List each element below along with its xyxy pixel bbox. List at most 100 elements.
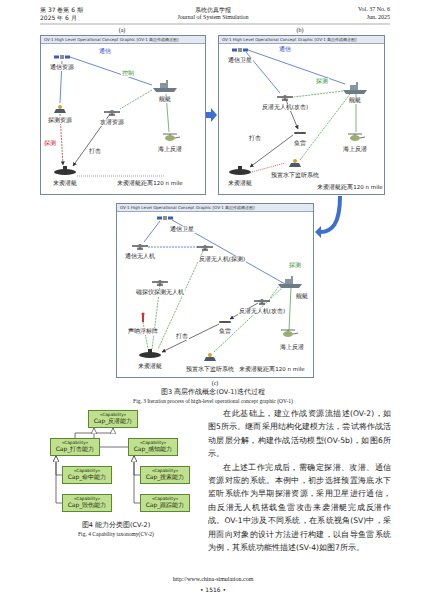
page-number: • 1516 • xyxy=(200,586,226,593)
uav-icon xyxy=(254,299,270,304)
capability-box: «Capability»Cap_搜索能力 xyxy=(140,466,190,484)
panel-label: 鱼雷 xyxy=(218,328,232,335)
uav-icon xyxy=(152,280,168,285)
panel-label: 探测 xyxy=(43,140,57,147)
header-text: Vol. 37 No. 6 xyxy=(358,6,390,13)
figure-caption: 图3 高层作战概念(OV-1)迭代过程 xyxy=(161,389,265,397)
panel-label: 预置水下监听系统 xyxy=(185,366,235,373)
header-rule xyxy=(40,24,390,25)
capability-name: Cap_毁伤能力 xyxy=(67,501,107,509)
uav-icon xyxy=(197,245,213,250)
satellite-icon xyxy=(54,55,70,59)
panel-label: 通信 xyxy=(278,46,292,53)
header-text: Jun. 2025 xyxy=(367,14,390,21)
subfigure-label: (c) xyxy=(212,380,219,387)
capability-box: «Capability»Cap_打击能力 xyxy=(50,438,100,456)
panel-label: 来袭潜艇距离120 n mile xyxy=(116,180,183,187)
panel-label: 打击 xyxy=(248,135,262,142)
panel-label: 探测资源 xyxy=(47,117,73,124)
header-text: 第 37 卷第 6 期 xyxy=(40,6,83,13)
panel-label: 声呐浮标阵 xyxy=(127,328,159,335)
capability-name: Cap_命中能力 xyxy=(67,473,107,481)
uav-icon xyxy=(104,110,120,115)
panel-label: 通信卫星 xyxy=(169,226,195,233)
uav-icon xyxy=(277,95,293,100)
panel-label: 预置水下监听系统 xyxy=(270,172,320,179)
submarine-icon xyxy=(229,166,251,175)
panel-label: 海上反潜 xyxy=(157,146,183,153)
subfigure-label: (b) xyxy=(297,27,304,34)
stereotype-text: «Capability» xyxy=(67,496,107,501)
panel-label: 打击 xyxy=(175,333,189,340)
panel-label: 反潜无人机(攻击) xyxy=(261,104,309,111)
panel-label: 通信卫星 xyxy=(227,57,253,64)
body-paragraph: 在此基础上，建立作战资源流描述(OV-2)，如图5所示。继而采用结构化建模方法，… xyxy=(208,407,391,461)
capability-box: «Capability»Cap_命中能力 xyxy=(62,466,112,484)
panel-label: 来袭潜艇 xyxy=(227,180,253,187)
panel-label: 来袭潜艇距离120 n mile xyxy=(238,366,305,373)
panel-label: 磁探仪探测无人机 xyxy=(135,289,185,296)
comm-line xyxy=(70,57,152,85)
panel-title: OV-1 High Level Operational Concept Grap… xyxy=(117,204,313,212)
subfigure-label: (a) xyxy=(119,27,126,34)
stereotype-text: «Capability» xyxy=(67,468,107,473)
panel-title: OV-1 High Level Operational Concept Grap… xyxy=(41,36,205,44)
detect-line xyxy=(252,163,285,172)
figure-caption: Fig. 3 Iteration process of high-level o… xyxy=(133,398,293,405)
capability-name: Cap_打击能力 xyxy=(55,445,95,453)
panel-label: 探测 xyxy=(315,78,329,85)
distance-line xyxy=(77,176,165,177)
capability-box: «Capability»Cap_跟踪能力 xyxy=(140,494,190,512)
torpedo-icon xyxy=(219,321,231,323)
detect-line xyxy=(214,286,284,352)
satellite-icon xyxy=(157,216,173,220)
uav-icon xyxy=(132,244,148,249)
iteration-arrow xyxy=(206,108,217,122)
panel-label: 通信 xyxy=(98,48,112,55)
capability-box: «Capability»Cap_反潜能力 xyxy=(88,410,138,428)
panel-label: 反潜无人机(攻击) xyxy=(238,308,286,315)
panel-label: 攻潜资源 xyxy=(99,119,125,126)
panel-label: 探测 xyxy=(288,262,302,269)
panel-label: 舰艇 xyxy=(158,96,172,103)
capability-name: Cap_反潜能力 xyxy=(93,417,133,425)
panel-label: 来袭潜艇 xyxy=(137,363,163,370)
comm-line xyxy=(248,50,345,84)
panel-label: 海上反潜 xyxy=(342,146,368,153)
panel-label: 舰艇 xyxy=(348,97,362,104)
panel-label: 反潜无人机(探测) xyxy=(198,256,246,263)
capability-name: Cap_感知能力 xyxy=(133,445,173,453)
torpedo-icon xyxy=(294,132,306,134)
panel-label: 海上反潜 xyxy=(279,344,305,351)
comm-line xyxy=(148,247,198,248)
panel-title: OV-1 High Level Operational Concept Grap… xyxy=(219,36,384,44)
concept-panel: OV-1 High Level Operational Concept Grap… xyxy=(40,35,206,195)
satellite-icon xyxy=(232,48,248,52)
figure-caption: 图4 能力分类图(CV-2) xyxy=(82,522,150,530)
body-paragraph: 在上述工作完成后，需确定探潜、攻潜、通信资源对应的系统。本例中，初步选择预置海底… xyxy=(208,461,391,555)
capability-name: Cap_跟踪能力 xyxy=(145,501,185,509)
control-line xyxy=(289,288,291,330)
stereotype-text: «Capability» xyxy=(133,440,173,445)
submarine-icon xyxy=(54,166,76,175)
panel-label: 来袭潜艇距离120 n mile xyxy=(316,184,383,191)
iteration-arrow xyxy=(320,196,340,232)
control-line xyxy=(294,91,343,97)
stereotype-text: «Capability» xyxy=(55,440,95,445)
panel-label: 控制 xyxy=(121,70,135,77)
ship-icon xyxy=(278,276,302,288)
comm-line xyxy=(144,221,160,242)
stereotype-text: «Capability» xyxy=(145,468,185,473)
header-text: 系统仿真学报 xyxy=(195,6,231,13)
panel-label: 通信无人机 xyxy=(124,253,156,260)
sensor-icon xyxy=(204,353,216,361)
figure-caption: Fig. 4 Capability taxonomy(CV-2) xyxy=(78,531,154,538)
sensor-icon xyxy=(54,105,66,113)
detect-line xyxy=(143,322,148,349)
helicopter-icon xyxy=(163,134,180,141)
panel-label: 来袭潜艇 xyxy=(52,180,78,187)
detect-line xyxy=(158,251,203,349)
sensor-icon xyxy=(289,159,301,167)
